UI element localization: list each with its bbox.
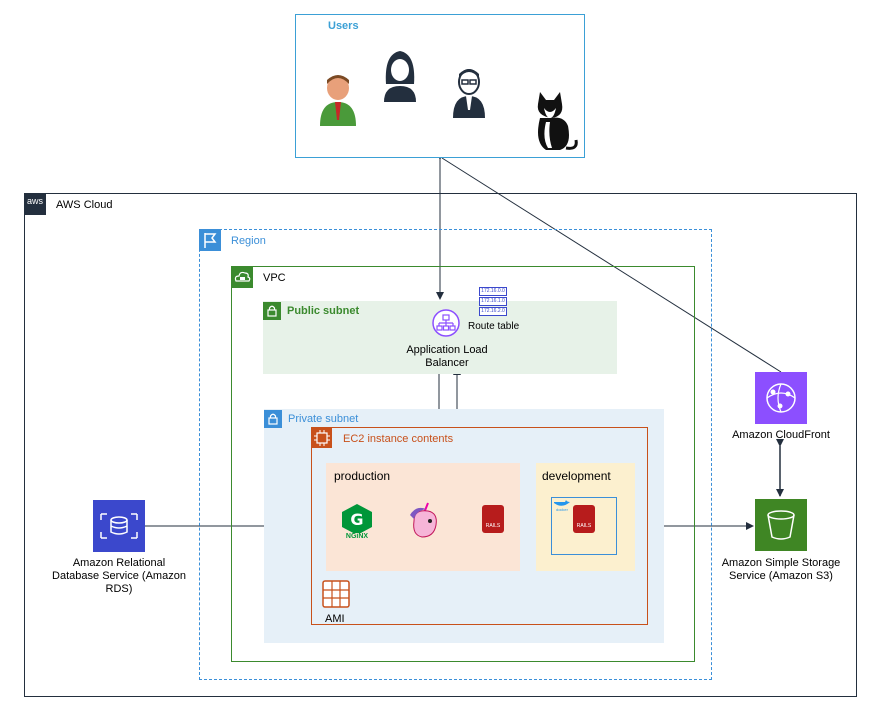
woman-user-icon	[384, 51, 416, 102]
rails-text-development: RAILS	[576, 523, 592, 529]
ec2-title: EC2 instance contents	[343, 433, 454, 445]
private-subnet-title: Private subnet	[288, 413, 359, 425]
region-title: Region	[231, 235, 266, 247]
public-subnet-lock-icon	[263, 302, 281, 320]
route-table-label: Route table	[468, 321, 520, 332]
ami-icon	[322, 580, 350, 608]
rds-label-line1: Amazon Relational	[72, 557, 166, 569]
route-table-entry-2: 172.16.1.0	[479, 297, 507, 306]
rds-label-line2: Database Service (Amazon	[52, 570, 186, 582]
private-subnet-lock-icon	[264, 410, 282, 428]
s3-label: Amazon Simple Storage Service (Amazon S3…	[710, 557, 852, 583]
load-balancer-icon	[432, 309, 460, 337]
cloudfront-label: Amazon CloudFront	[732, 429, 830, 441]
nginx-text: NGiNX	[345, 533, 369, 540]
rails-icon-development: RAILS	[573, 505, 595, 533]
rds-icon	[93, 500, 145, 552]
route-table-icon: 172.16.0.0 172.16.1.0 172.16.2.0	[479, 287, 507, 316]
rds-label: Amazon Relational Database Service (Amaz…	[44, 557, 194, 596]
business-user-icon	[320, 75, 356, 126]
alb-label-line1: Application Load	[406, 344, 488, 356]
ami-label: AMI	[325, 613, 345, 625]
nginx-icon: G NGiNX	[340, 503, 374, 540]
rails-icon-production: RAILS	[482, 505, 504, 533]
rds-label-line3: RDS)	[105, 583, 133, 595]
users-title: Users	[328, 20, 359, 32]
route-table-entry-3: 172.16.2.0	[479, 307, 507, 316]
docker-icon: docker	[553, 498, 571, 512]
region-group	[199, 229, 712, 680]
vpc-group	[231, 266, 695, 662]
docker-container	[551, 497, 617, 555]
ec2-chip-icon	[312, 428, 332, 448]
public-subnet-title: Public subnet	[287, 305, 360, 317]
route-table-entry-1: 172.16.0.0	[479, 287, 507, 296]
aws-cloud-group	[24, 193, 857, 697]
cloudfront-icon	[755, 372, 807, 424]
aws-logo-icon: aws	[24, 193, 46, 215]
s3-label-line1: Amazon Simple Storage	[721, 557, 841, 569]
cat-icon	[537, 92, 578, 150]
alb-label-line2: Balancer	[425, 357, 469, 369]
aws-logo-text: aws	[26, 196, 43, 206]
rails-text-production: RAILS	[485, 523, 501, 529]
man-user-icon	[453, 69, 485, 118]
production-title: production	[334, 469, 391, 483]
docker-text: docker	[555, 507, 568, 512]
region-flag-icon	[199, 229, 221, 251]
aws-cloud-title: AWS Cloud	[56, 199, 113, 211]
development-title: development	[542, 469, 611, 483]
unicorn-icon	[410, 502, 437, 538]
vpc-title: VPC	[263, 272, 286, 284]
s3-bucket-icon	[755, 499, 807, 551]
s3-label-line2: Service (Amazon S3)	[729, 570, 833, 582]
alb-label: Application Load Balancer	[395, 344, 499, 370]
svg-text:G: G	[350, 510, 363, 529]
vpc-cloud-icon	[231, 266, 253, 288]
